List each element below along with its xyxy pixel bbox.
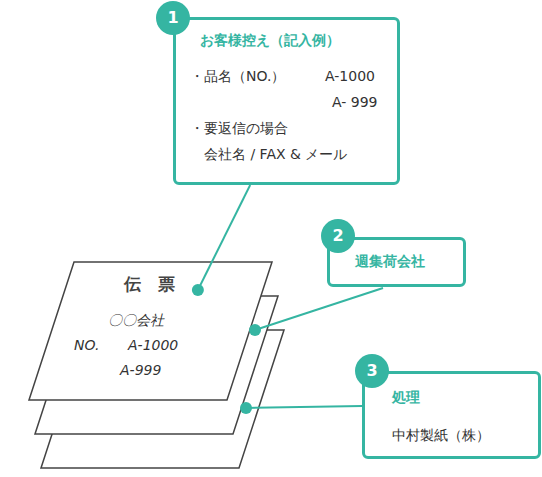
leader-line xyxy=(198,185,250,290)
slip-heading: 伝 票 xyxy=(124,276,175,293)
slip-value: A-999 xyxy=(120,362,161,379)
leader-dot xyxy=(192,284,204,296)
slip-field: NO. xyxy=(74,337,99,354)
item-value: 会社名 / FAX & メール xyxy=(204,146,347,163)
front-sheet xyxy=(29,262,272,400)
slip-company: 〇〇会社 xyxy=(108,312,164,329)
callout-box: 処理中村製紙（株） xyxy=(362,371,541,459)
slip-sheet: 伝 票〇〇会社 NO. A-1000A-999 xyxy=(29,262,272,400)
callout-title: 週集荷会社 xyxy=(355,253,425,270)
item-value: A- 999 xyxy=(332,94,378,111)
callout-body: 中村製紙（株） xyxy=(392,427,490,444)
leader-dot xyxy=(249,324,261,336)
leader-line xyxy=(255,288,383,330)
item-label: ・要返信の場合 xyxy=(190,120,288,137)
callout-circle xyxy=(156,1,190,35)
item-value: A-1000 xyxy=(325,68,375,85)
callout-title: お客様控え（記入例） xyxy=(200,32,340,49)
callout-title: 処理 xyxy=(392,389,420,406)
slip-value: A-1000 xyxy=(128,337,178,354)
callout-box: 週集荷会社 xyxy=(327,237,466,287)
item-label: ・品名（NO.） xyxy=(190,68,285,85)
leader-dot xyxy=(240,402,252,414)
callout-circle xyxy=(321,219,355,253)
leader-line xyxy=(246,406,362,408)
callout-circle xyxy=(355,354,389,388)
callout-box: お客様控え（記入例） ・品名（NO.） A-1000 A- 999 ・要返信の場合会社名… xyxy=(173,17,400,185)
